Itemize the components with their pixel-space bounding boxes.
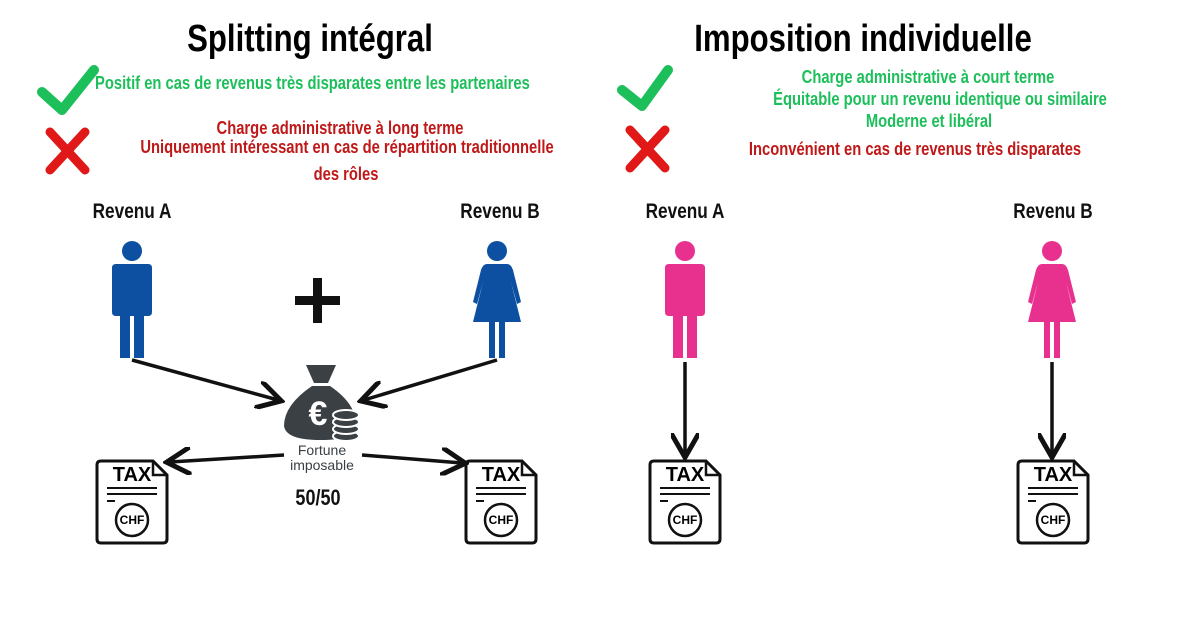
tax-doc-title: TAX bbox=[1033, 464, 1073, 486]
right-con: Inconvénient en cas de revenus très disp… bbox=[748, 139, 1082, 159]
male-person-icon bbox=[112, 241, 152, 358]
svg-text:€: € bbox=[309, 395, 328, 433]
tax-doc-title: TAX bbox=[481, 464, 521, 486]
money-bag-icon: € bbox=[284, 365, 360, 442]
left-title: Splitting intégral bbox=[187, 18, 433, 60]
tax-doc-currency: CHF bbox=[119, 513, 145, 527]
arrow bbox=[131, 358, 278, 400]
male-person-icon bbox=[665, 241, 705, 358]
right-pro: Charge administrative à court terme bbox=[801, 67, 1055, 87]
female-person-icon bbox=[1028, 241, 1076, 358]
left-pro: Positif en cas de revenus très disparate… bbox=[95, 73, 530, 93]
income-b-label: Revenu B bbox=[1013, 200, 1093, 223]
tax-doc-title: TAX bbox=[665, 464, 705, 486]
income-b-label: Revenu B bbox=[460, 200, 540, 223]
tax-doc-currency: CHF bbox=[672, 513, 698, 527]
tax-doc-currency: CHF bbox=[488, 513, 514, 527]
check-icon bbox=[37, 65, 99, 115]
right-pro: Moderne et libéral bbox=[865, 111, 993, 131]
income-a-label: Revenu A bbox=[92, 200, 172, 223]
left-con: des rôles bbox=[313, 164, 379, 184]
tax-doc-currency: CHF bbox=[1040, 513, 1066, 527]
arrow bbox=[361, 455, 462, 463]
female-person-icon bbox=[473, 241, 521, 358]
income-a-label: Revenu A bbox=[645, 200, 725, 223]
cross-icon bbox=[625, 125, 670, 173]
right-pro: Équitable pour un revenu identique ou si… bbox=[773, 89, 1107, 109]
taxable-wealth-label: Fortune imposable bbox=[290, 443, 354, 473]
taxable-wealth-line: Fortune bbox=[297, 442, 347, 458]
check-icon bbox=[617, 65, 673, 111]
split-ratio: 50/50 bbox=[295, 485, 341, 510]
arrow bbox=[364, 358, 498, 400]
arrow bbox=[170, 455, 285, 462]
left-con: Charge administrative à long terme bbox=[216, 118, 464, 138]
taxable-wealth-line: imposable bbox=[290, 457, 354, 473]
plus-icon bbox=[295, 278, 340, 323]
right-title: Imposition individuelle bbox=[694, 18, 1032, 60]
tax-doc-title: TAX bbox=[112, 464, 152, 486]
left-con: Uniquement intéressant en cas de réparti… bbox=[140, 137, 554, 157]
cross-icon bbox=[45, 127, 90, 175]
